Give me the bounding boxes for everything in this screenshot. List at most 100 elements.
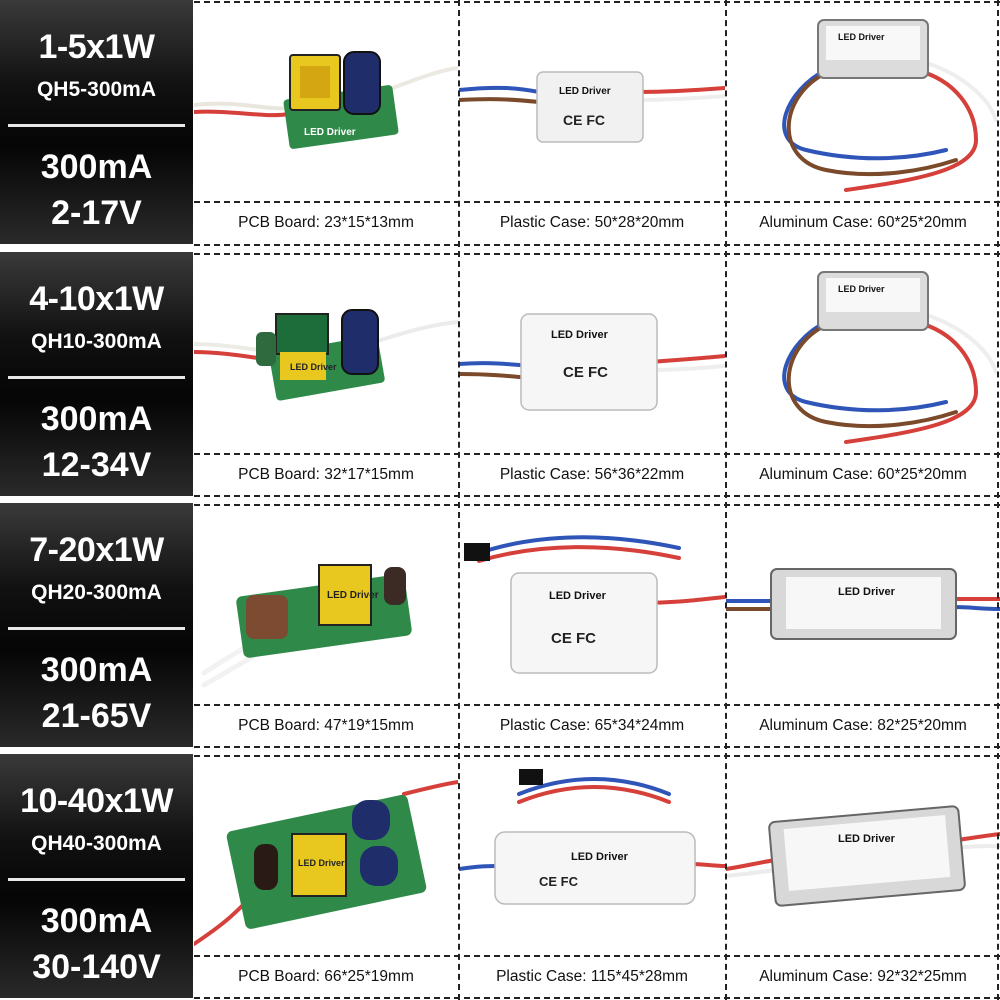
product-photo-illustration: LED Driver <box>726 805 1000 907</box>
pcb-board-caption: PCB Board: 47*19*15mm <box>238 716 414 734</box>
aluminum-case-caption: Aluminum Case: 82*25*20mm <box>759 716 967 734</box>
pcb-board-cell: LED Driver PCB Board: 32*17*15mm <box>194 252 458 496</box>
product-photo-illustration: LED Driver CE FC <box>459 769 725 905</box>
pcb-board-image: LED Driver <box>194 252 458 452</box>
pcb-board-cell: LED Driver PCB Board: 23*15*13mm <box>194 0 458 244</box>
grid-divider <box>194 495 1000 497</box>
svg-text:LED Driver: LED Driver <box>838 284 885 294</box>
svg-text:LED Driver: LED Driver <box>559 86 611 97</box>
pcb-board-cell: LED Driver PCB Board: 47*19*15mm <box>194 503 458 747</box>
plastic-case-driver-image: LED Driver CE FC <box>459 754 725 954</box>
grid-divider <box>194 504 1000 506</box>
plastic-case-caption: Plastic Case: 65*34*24mm <box>499 716 685 734</box>
aluminum-case-caption: Aluminum Case: 60*25*20mm <box>759 465 967 483</box>
svg-text:LED Driver: LED Driver <box>304 127 356 138</box>
spec-panel: 7-20x1W QH20-300mA 300mA 21-65V <box>0 503 193 747</box>
aluminum-case-driver-image: LED Driver <box>726 0 1000 200</box>
spec-divider <box>8 124 185 127</box>
grid-divider <box>725 0 727 1000</box>
svg-text:LED Driver: LED Driver <box>290 362 337 372</box>
wattage-range: 10-40x1W <box>20 782 173 820</box>
pcb-board-caption: PCB Board: 23*15*13mm <box>238 213 414 231</box>
pcb-board-image: LED Driver <box>194 0 458 200</box>
grid-divider <box>194 453 1000 455</box>
product-photo-illustration: LED Driver CE FC <box>459 71 725 143</box>
svg-text:LED Driver: LED Driver <box>298 858 345 868</box>
grid-divider <box>194 201 1000 203</box>
svg-text:LED Driver: LED Driver <box>838 833 896 845</box>
output-voltage: 2-17V <box>51 194 142 232</box>
pcb-board-image: LED Driver <box>194 503 458 703</box>
aluminum-case-driver-image: LED Driver <box>726 503 1000 703</box>
aluminum-case-cell: LED Driver Aluminum Case: 60*25*20mm <box>726 252 1000 496</box>
grid-divider <box>194 755 1000 757</box>
plastic-case-driver-image: LED Driver CE FC <box>459 0 725 200</box>
svg-text:LED Driver: LED Driver <box>838 586 896 598</box>
grid-divider <box>194 746 1000 748</box>
aluminum-case-driver-image: LED Driver <box>726 252 1000 452</box>
product-photo-illustration: LED Driver <box>194 51 458 149</box>
plastic-case-caption: Plastic Case: 115*45*28mm <box>496 967 688 985</box>
spec-divider <box>8 627 185 630</box>
grid-divider <box>194 704 1000 706</box>
plastic-case-driver-image: LED Driver CE FC <box>459 252 725 452</box>
output-current: 300mA <box>40 651 153 689</box>
spec-row-2: 4-10x1W QH10-300mA 300mA 12-34V LED Driv… <box>0 252 1000 496</box>
svg-text:LED Driver: LED Driver <box>551 329 609 341</box>
spec-row-4: 10-40x1W QH40-300mA 300mA 30-140V LED Dr… <box>0 754 1000 998</box>
model-number: QH5-300mA <box>36 78 157 101</box>
aluminum-case-cell: LED Driver Aluminum Case: 60*25*20mm <box>726 0 1000 244</box>
product-photo-illustration: LED Driver <box>194 780 458 946</box>
grid-divider <box>194 955 1000 957</box>
svg-text:CE FC: CE FC <box>539 874 579 889</box>
aluminum-case-cell: LED Driver Aluminum Case: 92*32*25mm <box>726 754 1000 998</box>
output-voltage: 12-34V <box>41 446 152 484</box>
product-photo-illustration: LED Driver <box>782 271 998 444</box>
grid-divider <box>194 244 1000 246</box>
model-number: QH20-300mA <box>31 581 162 604</box>
svg-text:CE FC: CE FC <box>563 112 605 128</box>
product-photo-illustration: LED Driver <box>726 568 1000 640</box>
aluminum-case-caption: Aluminum Case: 92*32*25mm <box>759 967 967 985</box>
spec-row-1: 1-5x1W QH5-300mA 300mA 2-17V LED Driver … <box>0 0 1000 244</box>
aluminum-case-caption: Aluminum Case: 60*25*20mm <box>759 213 967 231</box>
svg-text:CE FC: CE FC <box>563 364 608 381</box>
product-photo-illustration: LED Driver <box>782 19 998 192</box>
grid-divider <box>997 0 999 1000</box>
product-photo-illustration: LED Driver <box>194 309 458 401</box>
spec-divider <box>8 878 185 881</box>
svg-text:LED Driver: LED Driver <box>549 590 607 602</box>
product-photo-illustration: LED Driver <box>201 564 412 688</box>
output-current: 300mA <box>40 902 153 940</box>
grid-divider <box>458 0 460 1000</box>
svg-text:LED Driver: LED Driver <box>838 32 885 42</box>
spec-divider <box>8 376 185 379</box>
model-number: QH40-300mA <box>31 832 162 855</box>
spec-row-3: 7-20x1W QH20-300mA 300mA 21-65V LED Driv… <box>0 503 1000 747</box>
plastic-case-cell: LED Driver CE FC Plastic Case: 115*45*28m… <box>459 754 725 998</box>
product-photo-illustration: LED Driver CE FC <box>459 313 725 411</box>
output-voltage: 30-140V <box>32 948 161 986</box>
grid-divider <box>194 997 1000 999</box>
spec-panel: 1-5x1W QH5-300mA 300mA 2-17V <box>0 0 193 244</box>
output-voltage: 21-65V <box>41 697 152 735</box>
grid-divider <box>194 1 1000 3</box>
grid-divider <box>194 253 1000 255</box>
pcb-board-caption: PCB Board: 66*25*19mm <box>238 967 414 985</box>
aluminum-case-driver-image: LED Driver <box>726 754 1000 954</box>
wattage-range: 4-10x1W <box>29 280 164 318</box>
svg-text:LED Driver: LED Driver <box>571 851 629 863</box>
output-current: 300mA <box>40 148 153 186</box>
plastic-case-caption: Plastic Case: 50*28*20mm <box>499 213 685 231</box>
wattage-range: 1-5x1W <box>38 28 155 66</box>
pcb-board-image: LED Driver <box>194 754 458 954</box>
wattage-range: 7-20x1W <box>29 531 164 569</box>
spec-panel: 4-10x1W QH10-300mA 300mA 12-34V <box>0 252 193 496</box>
pcb-board-cell: LED Driver PCB Board: 66*25*19mm <box>194 754 458 998</box>
model-number: QH10-300mA <box>31 330 162 353</box>
